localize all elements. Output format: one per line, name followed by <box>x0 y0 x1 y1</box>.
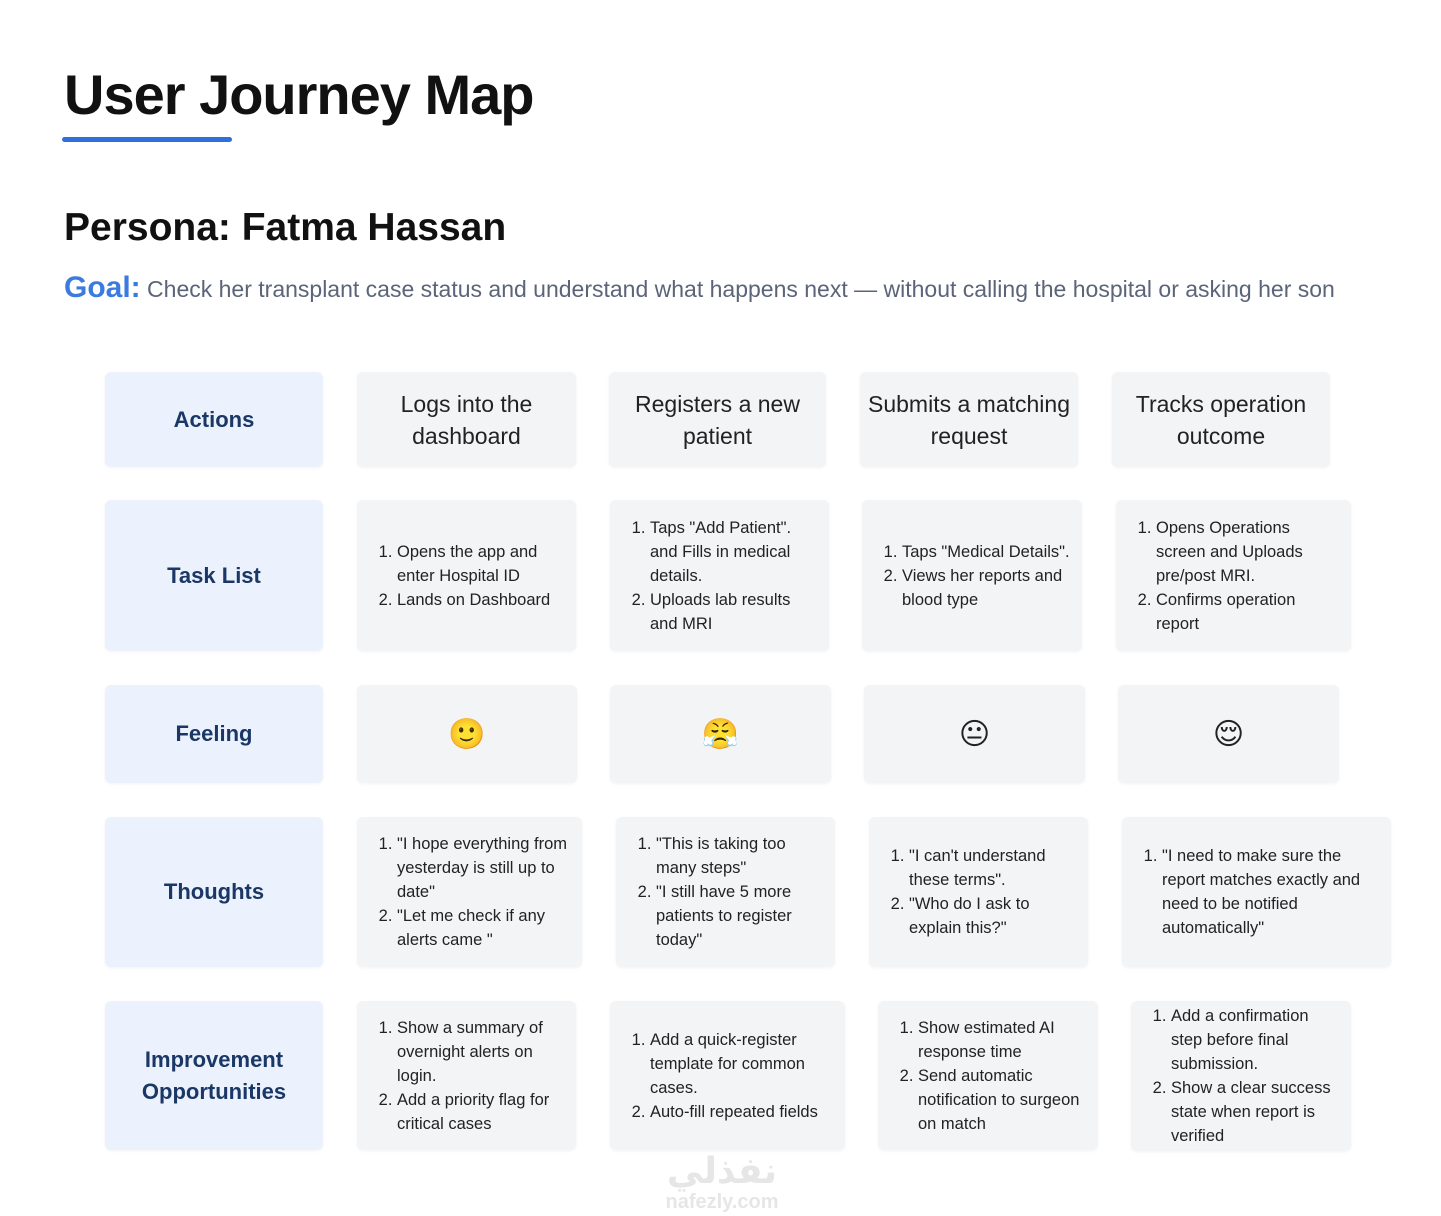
improvements-cell: Add a quick-register template for common… <box>610 1001 845 1150</box>
list-item: Lands on Dashboard <box>397 588 568 612</box>
list-item: Add a confirmation step before final sub… <box>1171 1004 1343 1076</box>
row-label-feeling: Feeling <box>105 685 323 783</box>
list-item: Confirms operation report <box>1156 588 1343 636</box>
thoughts-cell: "I need to make sure the report matches … <box>1122 817 1391 967</box>
list-item: "I can't understand these terms". <box>909 844 1080 892</box>
feeling-emoji-icon: 😤 <box>610 685 831 783</box>
improvements-list: Add a quick-register template for common… <box>610 1028 845 1124</box>
persona-heading: Persona: Fatma Hassan <box>64 206 507 249</box>
watermark-latin: nafezly.com <box>665 1191 779 1213</box>
improvements-cell: Add a confirmation step before final sub… <box>1131 1001 1351 1151</box>
list-item: Opens Operations screen and Uploads pre/… <box>1156 516 1343 588</box>
improvements-list: Add a confirmation step before final sub… <box>1131 1004 1351 1148</box>
list-item: Taps "Add Patient". and Fills in medical… <box>650 516 821 588</box>
thoughts-cell: "I can't understand these terms"."Who do… <box>869 817 1088 967</box>
title-underline <box>62 137 232 142</box>
actions-cell: Tracks operation outcome <box>1112 372 1330 467</box>
list-item: Opens the app and enter Hospital ID <box>397 540 568 588</box>
thoughts-list: "I need to make sure the report matches … <box>1122 844 1391 940</box>
watermark-arabic: نفذلي <box>666 1150 778 1191</box>
tasks-list: Taps "Add Patient". and Fills in medical… <box>610 516 829 636</box>
tasks-list: Opens Operations screen and Uploads pre/… <box>1116 516 1351 636</box>
actions-cell: Submits a matching request <box>860 372 1078 467</box>
improvements-list: Show a summary of overnight alerts on lo… <box>357 1016 576 1136</box>
improvements-cell: Show a summary of overnight alerts on lo… <box>357 1001 576 1150</box>
row-label-thoughts: Thoughts <box>105 817 323 967</box>
list-item: Taps "Medical Details". <box>902 540 1074 564</box>
thoughts-list: "This is taking too many steps""I still … <box>616 832 835 952</box>
list-item: "I hope everything from yesterday is sti… <box>397 832 574 904</box>
list-item: Uploads lab results and MRI <box>650 588 821 636</box>
actions-cell: Registers a new patient <box>609 372 826 467</box>
tasks-cell: Taps "Add Patient". and Fills in medical… <box>610 500 829 651</box>
thoughts-list: "I can't understand these terms"."Who do… <box>869 844 1088 940</box>
list-item: "Let me check if any alerts came " <box>397 904 574 952</box>
tasks-list: Opens the app and enter Hospital IDLands… <box>357 540 576 612</box>
tasks-cell: Opens Operations screen and Uploads pre/… <box>1116 500 1351 651</box>
list-item: "Who do I ask to explain this?" <box>909 892 1080 940</box>
thoughts-list: "I hope everything from yesterday is sti… <box>357 832 582 952</box>
list-item: Add a quick-register template for common… <box>650 1028 837 1100</box>
thoughts-cell: "This is taking too many steps""I still … <box>616 817 835 967</box>
goal-statement: Goal: Check her transplant case status a… <box>64 272 1384 305</box>
row-label-improvements: Improvement Opportunities <box>105 1001 323 1150</box>
actions-cell: Logs into the dashboard <box>357 372 576 467</box>
improvements-list: Show estimated AI response timeSend auto… <box>878 1016 1098 1136</box>
thoughts-cell: "I hope everything from yesterday is sti… <box>357 817 582 967</box>
list-item: Add a priority flag for critical cases <box>397 1088 568 1136</box>
list-item: Send automatic notification to surgeon o… <box>918 1064 1090 1136</box>
list-item: Show a clear success state when report i… <box>1171 1076 1343 1148</box>
page-title: User Journey Map <box>64 63 534 126</box>
feeling-emoji-icon: 😌 <box>1118 685 1339 783</box>
row-label-actions: Actions <box>105 372 323 467</box>
list-item: "This is taking too many steps" <box>656 832 827 880</box>
list-item: Auto-fill repeated fields <box>650 1100 837 1124</box>
list-item: "I need to make sure the report matches … <box>1162 844 1383 940</box>
tasks-cell: Taps "Medical Details".Views her reports… <box>862 500 1082 651</box>
feeling-emoji-icon: 😐 <box>864 685 1085 783</box>
feeling-emoji-icon: 🙂 <box>357 685 577 783</box>
list-item: "I still have 5 more patients to registe… <box>656 880 827 952</box>
tasks-cell: Opens the app and enter Hospital IDLands… <box>357 500 576 651</box>
list-item: Show a summary of overnight alerts on lo… <box>397 1016 568 1088</box>
tasks-list: Taps "Medical Details".Views her reports… <box>862 540 1082 612</box>
list-item: Show estimated AI response time <box>918 1016 1090 1064</box>
list-item: Views her reports and blood type <box>902 564 1074 612</box>
row-label-tasks: Task List <box>105 500 323 651</box>
goal-text: Check her transplant case status and und… <box>140 276 1335 302</box>
goal-label: Goal: <box>64 271 141 304</box>
improvements-cell: Show estimated AI response timeSend auto… <box>878 1001 1098 1150</box>
